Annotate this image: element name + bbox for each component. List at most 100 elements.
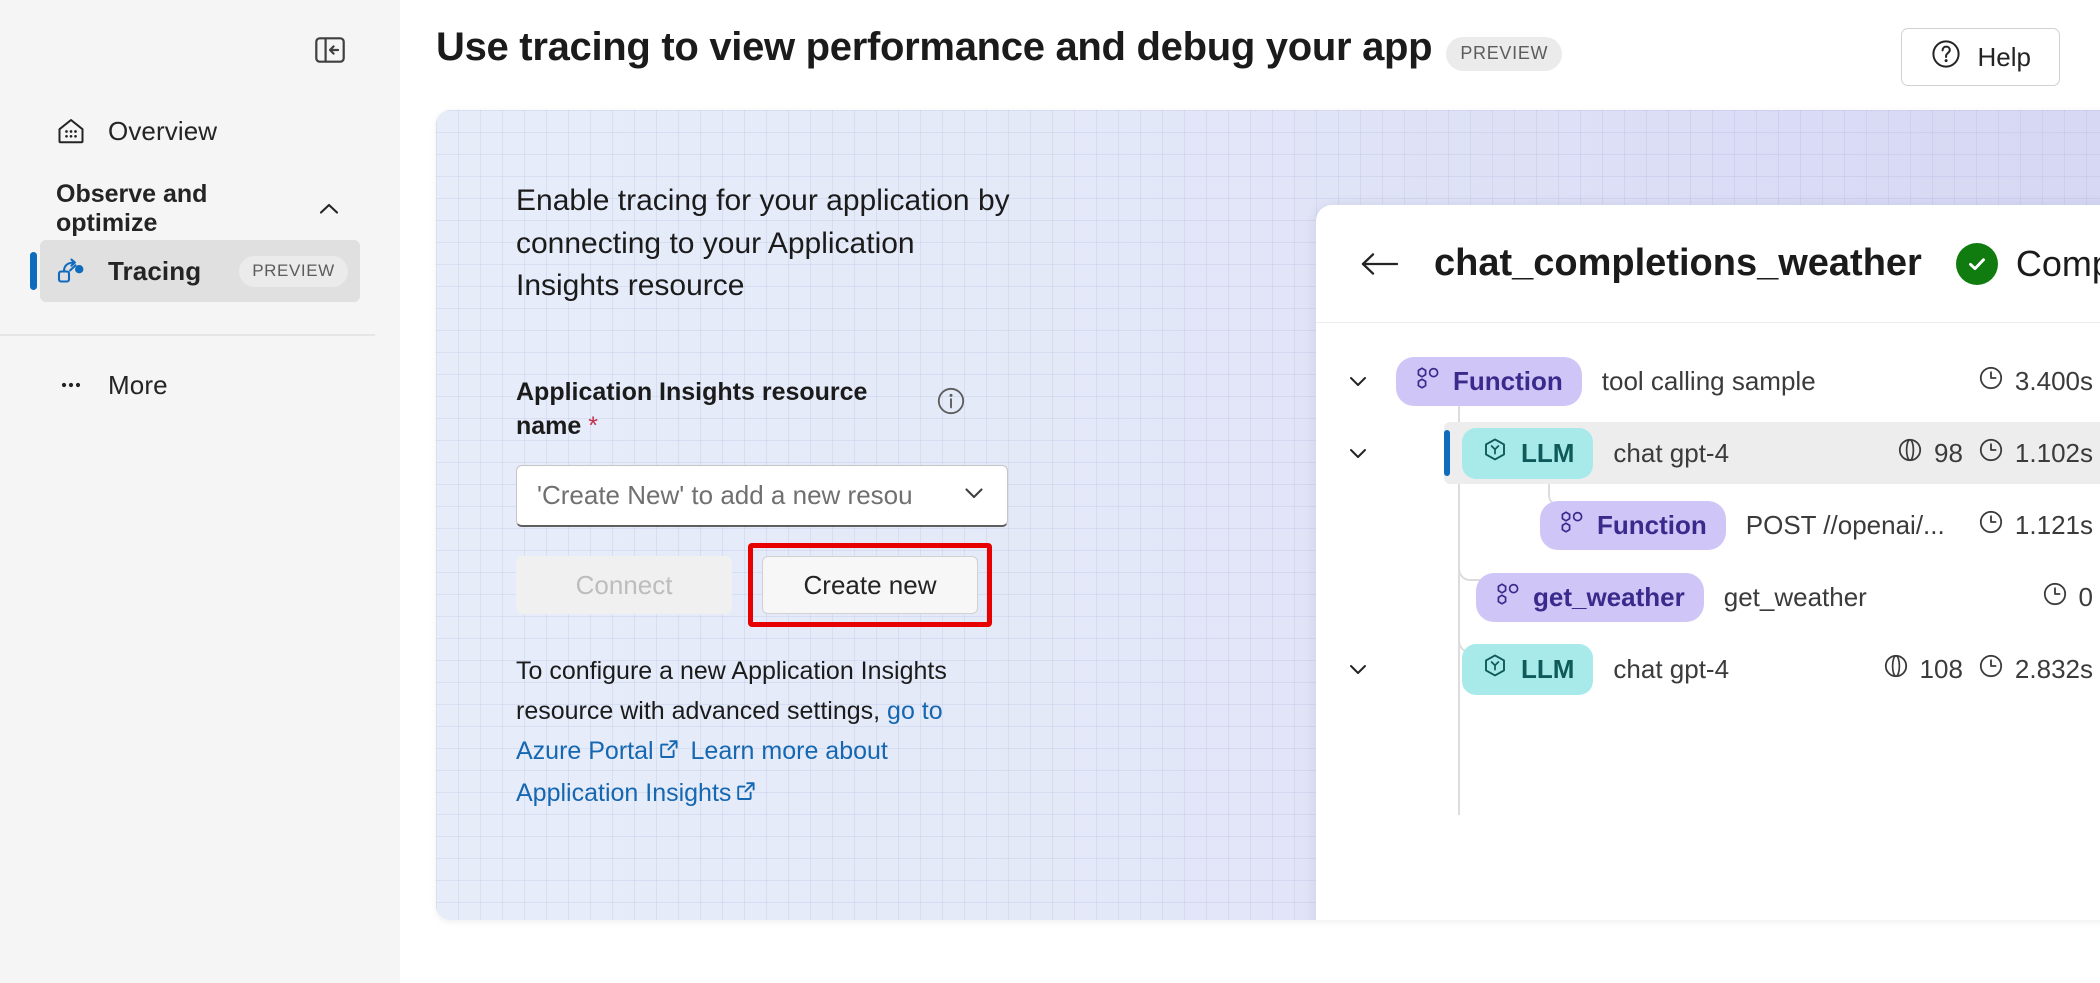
resource-name-label: Application Insights resource name *: [516, 376, 906, 444]
span-kind-label: Function: [1597, 509, 1707, 540]
span-duration: 3.400s: [1977, 364, 2093, 399]
help-button-label: Help: [1977, 41, 2031, 72]
clock-icon: [1977, 508, 2005, 543]
llm-icon: [1481, 652, 1509, 687]
chevron-down-icon[interactable]: [1338, 655, 1378, 683]
span-kind-badge: get_weather: [1476, 572, 1704, 622]
chevron-down-icon[interactable]: [959, 478, 989, 513]
function-icon: [1559, 509, 1585, 542]
span-name: tool calling sample: [1601, 365, 1816, 396]
span-metrics: 0: [2021, 580, 2093, 615]
learn-more-link[interactable]: Learn more about Application Insights: [516, 737, 888, 808]
tracing-setup-card: Enable tracing for your application by c…: [436, 110, 2100, 920]
span-metrics: 98 1.102s: [1876, 436, 2093, 471]
external-link-icon: [734, 775, 758, 815]
help-button[interactable]: Help: [1900, 28, 2060, 86]
span-name: POST //openai/...: [1745, 509, 1945, 540]
create-new-button[interactable]: Create new: [762, 556, 978, 615]
sidebar-group-observe-and-optimize[interactable]: Observe and optimize: [40, 180, 360, 237]
tracing-icon: [56, 256, 86, 286]
panel-collapse-icon[interactable]: [308, 28, 352, 72]
go-to-azure-portal-link[interactable]: go to Azure Portal: [516, 697, 943, 766]
sidebar-item-overview[interactable]: Overview: [40, 100, 360, 162]
span-duration: 2.832s: [1977, 652, 2093, 687]
connect-button[interactable]: Connect: [516, 556, 732, 615]
sidebar-item-tracing[interactable]: Tracing PREVIEW: [30, 240, 360, 302]
setup-button-row: Connect Create new: [516, 543, 1036, 628]
setup-note-text: To configure a new Application Insights …: [516, 657, 947, 726]
span-name: chat gpt-4: [1613, 437, 1730, 468]
span-tokens: 108: [1882, 652, 1963, 687]
span-kind-badge: Function: [1396, 356, 1582, 406]
span-kind-label: Function: [1453, 365, 1563, 396]
token-icon: [1882, 652, 1910, 687]
span-duration-value: 1.102s: [2014, 437, 2093, 468]
trace-span-content: LLM chat gpt-4 98: [1444, 422, 2100, 484]
sidebar-collapse-row: [0, 0, 400, 100]
chevron-down-icon[interactable]: [1338, 439, 1378, 467]
trace-preview-panel: chat_completions_weather Complet: [1316, 205, 2100, 920]
function-icon: [1415, 365, 1441, 398]
chevron-down-icon[interactable]: [1338, 367, 1378, 395]
span-metrics: 3.400s: [1957, 364, 2093, 399]
trace-span-row[interactable]: get_weather get_weather 0: [1316, 561, 2100, 633]
tracing-setup-form: Enable tracing for your application by c…: [516, 180, 1036, 815]
page-header: Use tracing to view performance and debu…: [400, 0, 2100, 100]
resource-name-label-text: Application Insights resource name: [516, 377, 868, 440]
span-kind-badge: Function: [1540, 500, 1726, 550]
sidebar-item-preview-badge: PREVIEW: [239, 255, 348, 287]
sidebar-item-label: Tracing: [108, 255, 202, 286]
external-link-icon: [657, 733, 681, 773]
resource-name-select-value: 'Create New' to add a new resou: [537, 480, 913, 511]
info-icon[interactable]: [934, 384, 968, 418]
sidebar-group-title: Observe and optimize: [56, 180, 208, 237]
sidebar-item-label: Overview: [108, 115, 218, 146]
clock-icon: [1977, 436, 2005, 471]
clock-icon: [2041, 580, 2069, 615]
ellipsis-icon: [56, 370, 86, 400]
clock-icon: [1977, 652, 2005, 687]
trace-span-row[interactable]: LLM chat gpt-4 98: [1316, 417, 2100, 489]
trace-span-row[interactable]: Function tool calling sample 3.400s: [1316, 345, 2100, 417]
span-tokens-value: 108: [1919, 653, 1963, 684]
span-tokens: 98: [1896, 436, 1963, 471]
chevron-up-icon[interactable]: [314, 194, 344, 224]
trace-span-content: Function POST //openai/... 1.121s: [1522, 494, 2100, 556]
resource-name-select[interactable]: 'Create New' to add a new resou: [516, 465, 1008, 528]
trace-span-row[interactable]: LLM chat gpt-4 108: [1316, 633, 2100, 705]
trace-panel-header: chat_completions_weather Complet: [1316, 205, 2100, 323]
trace-span-content: Function tool calling sample 3.400s: [1378, 350, 2100, 412]
main-content: Use tracing to view performance and debu…: [400, 0, 2100, 983]
trace-span-content: get_weather get_weather 0: [1458, 566, 2100, 628]
setup-description: Enable tracing for your application by c…: [516, 184, 1010, 303]
span-duration-value: 2.832s: [2014, 653, 2093, 684]
arrow-left-icon[interactable]: [1358, 243, 1400, 285]
span-duration: 0: [2041, 580, 2093, 615]
token-icon: [1896, 436, 1924, 471]
span-duration-value: 0: [2078, 581, 2093, 612]
span-duration-value: 1.121s: [2014, 509, 2093, 540]
checkmark-circle-icon: [1955, 242, 1998, 285]
status-badge: Complet: [1955, 242, 2100, 285]
setup-note: To configure a new Application Insights …: [516, 651, 986, 815]
trace-panel-body: Function tool calling sample 3.400s: [1316, 323, 2100, 920]
create-new-highlight: Create new: [748, 543, 992, 628]
span-kind-badge: LLM: [1462, 427, 1594, 479]
clock-icon: [1977, 364, 2005, 399]
sidebar-item-more[interactable]: More: [40, 354, 360, 416]
span-tokens-value: 98: [1934, 437, 1963, 468]
sidebar: Overview Observe and optimize Tracin: [0, 0, 400, 983]
span-name: get_weather: [1723, 581, 1867, 612]
function-icon: [1495, 581, 1521, 614]
selection-bar: [1444, 430, 1450, 476]
span-kind-label: LLM: [1521, 437, 1575, 468]
trace-span-row[interactable]: Function POST //openai/... 1.121s: [1316, 489, 2100, 561]
page-preview-badge: PREVIEW: [1446, 37, 1563, 71]
question-circle-icon: [1930, 38, 1962, 77]
required-indicator: *: [588, 411, 598, 440]
span-kind-label: get_weather: [1533, 581, 1685, 612]
page-title: Use tracing to view performance and debu…: [436, 25, 1433, 69]
span-kind-badge: LLM: [1462, 643, 1594, 695]
span-duration-value: 3.400s: [2014, 365, 2093, 396]
